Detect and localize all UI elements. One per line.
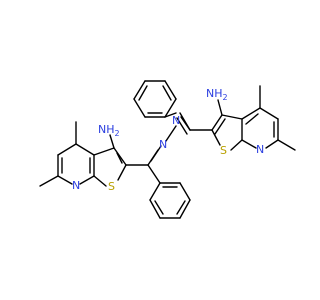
- structure-svg: NH2 S N N N NH2 S N: [39, 80, 296, 219]
- right-hydrazine-nitrogen-label: N: [172, 114, 180, 127]
- left-amine-bond: [109, 134, 115, 149]
- right-sulfur-label: S: [220, 144, 227, 157]
- right-thiophene-ring: [211, 114, 243, 151]
- left-pyridine-nitrogen-label: N: [72, 179, 80, 192]
- left-pyridine-ring: [39, 143, 95, 187]
- right-methyl-side-bond: [277, 139, 296, 151]
- right-pyridine-nitrogen-label: N: [256, 143, 264, 156]
- left-thiophene-ring: [93, 147, 127, 187]
- right-amine-bond: [217, 99, 223, 116]
- left-phenyl-ring: [149, 182, 191, 219]
- hydrazine-n-n-bond: [165, 125, 177, 142]
- right-imine-carbon: [176, 112, 213, 135]
- left-sulfur-label: S: [108, 180, 115, 193]
- right-phenyl-ring: [133, 80, 177, 118]
- right-pyridine-ring: [241, 107, 279, 149]
- left-amine-label: NH2: [98, 123, 120, 138]
- right-amine-label: NH2: [206, 87, 228, 102]
- left-imine-carbon: [125, 145, 162, 184]
- left-hydrazine-nitrogen-label: N: [159, 138, 167, 151]
- molecule-diagram: NH2 S N N N NH2 S N: [39, 80, 296, 219]
